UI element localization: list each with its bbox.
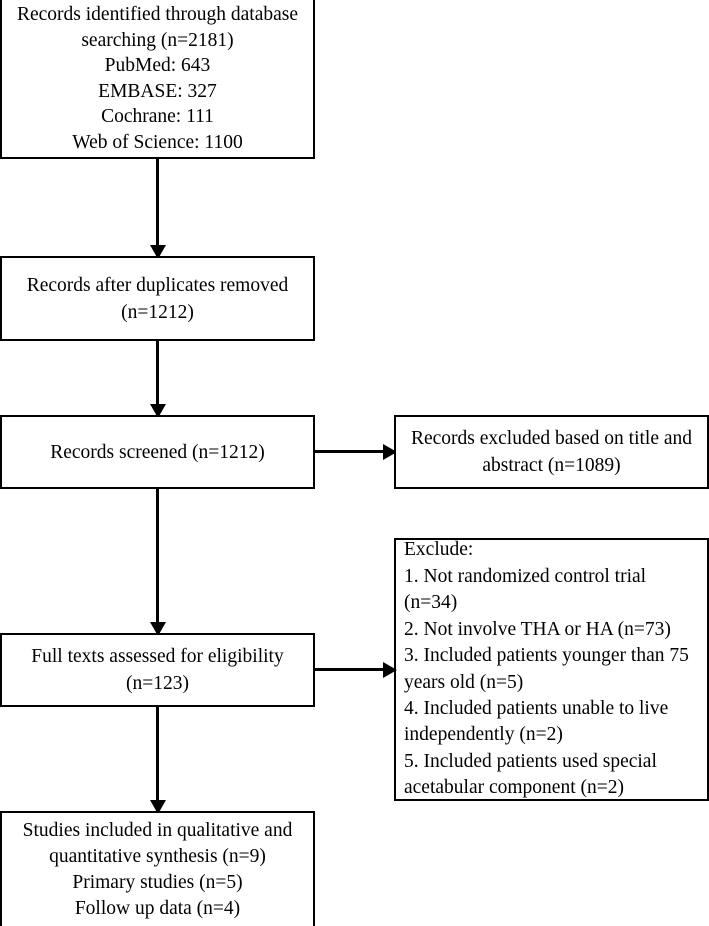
box-studies-included: Studies included in qualitative and quan…: [0, 811, 315, 926]
box-full-texts-assessed: Full texts assessed for eligibility (n=1…: [0, 633, 315, 707]
arrowhead-down-icon: [149, 800, 166, 814]
box-records-excluded-title-abstract: Records excluded based on title and abst…: [394, 415, 709, 489]
box-line: Full texts assessed for eligibility: [31, 646, 284, 667]
arrowhead-right-icon: [383, 661, 397, 678]
box-line: years old (n=5): [404, 671, 524, 693]
arrow-screened-to-fulltext: [149, 489, 166, 636]
box-exclude-reasons: Exclude: 1. Not randomized control trial…: [394, 538, 709, 801]
arrowhead-down-icon: [149, 404, 166, 418]
arrow-duplicates-to-screened: [149, 341, 166, 418]
box-line: quantitative synthesis (n=9): [49, 845, 266, 867]
box-line: Studies included in qualitative and: [22, 819, 293, 841]
box-line: 5. Included patients used special: [404, 750, 657, 772]
arrow-fulltext-to-included: [149, 707, 166, 814]
box-line: (n=34): [404, 592, 458, 614]
box-line: 3. Included patients younger than 75: [404, 645, 689, 667]
box-line: (n=1212): [121, 301, 194, 323]
box-line: Exclude:: [404, 539, 474, 561]
box-line: abstract (n=1089): [482, 455, 621, 476]
box-records-identified: Records identified through database sear…: [0, 0, 315, 159]
arrowhead-right-icon: [383, 443, 397, 460]
box-records-screened: Records screened (n=1212): [0, 415, 315, 489]
box-line: Cochrane: 111: [101, 106, 214, 127]
arrow-fulltext-to-exclude-reasons: [313, 661, 397, 678]
box-line: acetabular component (n=2): [404, 777, 624, 799]
box-line: Records excluded based on title and: [410, 428, 693, 449]
box-line: EMBASE: 327: [98, 80, 217, 102]
box-records-after-duplicates-removed: Records after duplicates removed (n=1212…: [0, 256, 315, 341]
box-line: 1. Not randomized control trial: [404, 565, 647, 587]
arrow-screened-to-excluded: [313, 443, 397, 460]
box-line: 4. Included patients unable to live: [404, 697, 669, 719]
box-line: independently (n=2): [404, 724, 563, 746]
box-line: Primary studies (n=5): [72, 871, 243, 893]
box-line: 2. Not involve THA or HA (n=73): [404, 618, 671, 640]
box-line: Records after duplicates removed: [26, 274, 289, 296]
box-line: Web of Science: 1100: [72, 131, 243, 153]
arrowhead-down-icon: [149, 245, 166, 259]
box-line: (n=123): [126, 673, 189, 694]
box-line: Records screened (n=1212): [50, 441, 265, 463]
arrowhead-down-icon: [149, 622, 166, 636]
arrow-identified-to-duplicates: [149, 159, 166, 259]
box-line: Records identified through database: [16, 4, 299, 25]
box-line: PubMed: 643: [104, 55, 211, 76]
box-line: Follow up data (n=4): [74, 897, 241, 919]
box-line: searching (n=2181): [81, 29, 234, 51]
